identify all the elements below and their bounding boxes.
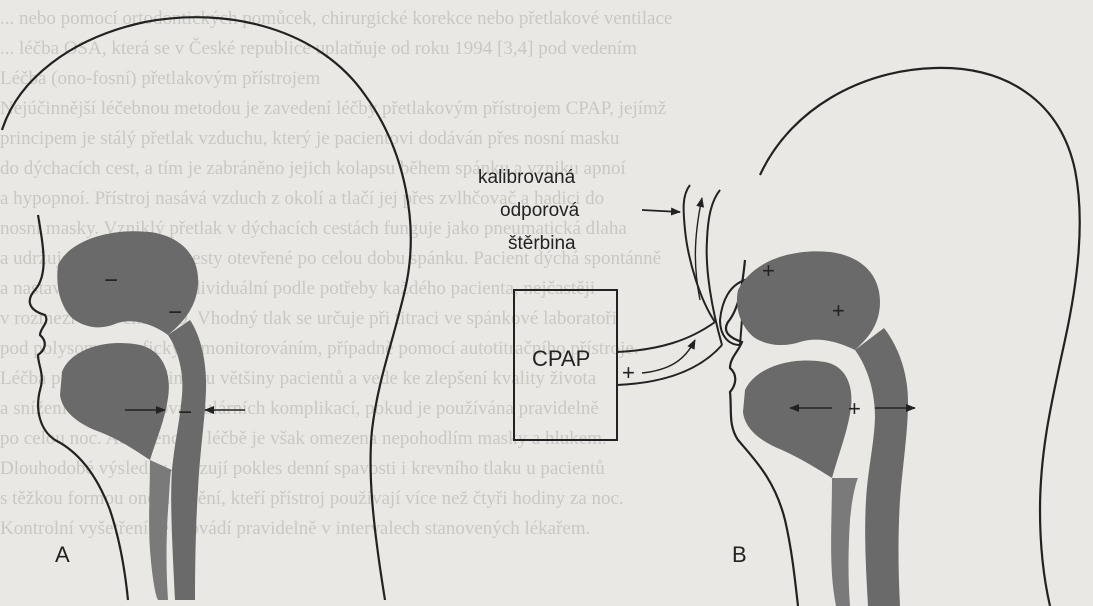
head-a-pharynx — [168, 320, 206, 600]
cpap-label: CPAP — [532, 346, 590, 371]
cpap-device: CPAP — [514, 290, 617, 440]
b-sign-oropharynx: + — [848, 396, 861, 421]
resistor-label-line-2: odporová — [500, 200, 580, 221]
head-a-outline — [2, 17, 411, 600]
head-a: − − − A — [2, 17, 411, 600]
head-a-tongue — [60, 343, 169, 460]
panel-b-label: B — [732, 542, 747, 567]
b-sign-tube: + — [622, 360, 635, 385]
head-a-trachea — [149, 460, 172, 600]
a-sign-palate: − — [168, 299, 182, 326]
b-sign-palate: + — [832, 298, 845, 323]
panel-a-label: A — [55, 542, 70, 567]
cpap-tube: + — [617, 322, 722, 385]
resistor-pointer-arrow — [642, 210, 680, 212]
a-sign-oropharynx: − — [178, 399, 192, 426]
resistor-tube-left — [684, 185, 715, 322]
head-b-nasal-cavity — [737, 251, 880, 350]
resistor-label-line-3: štěrbina — [508, 233, 576, 254]
head-b-pharynx — [855, 328, 908, 606]
b-sign-nasopharynx: + — [762, 258, 775, 283]
resistor-label: kalibrovaná odporová štěrbina — [478, 167, 585, 254]
head-b-trachea — [831, 478, 858, 606]
resistor-label-line-1: kalibrovaná — [478, 167, 576, 188]
tube-upper-edge — [617, 322, 715, 352]
head-b: + + + B — [720, 68, 1080, 606]
a-sign-nasopharynx: − — [104, 267, 118, 294]
head-b-tongue — [743, 360, 851, 478]
